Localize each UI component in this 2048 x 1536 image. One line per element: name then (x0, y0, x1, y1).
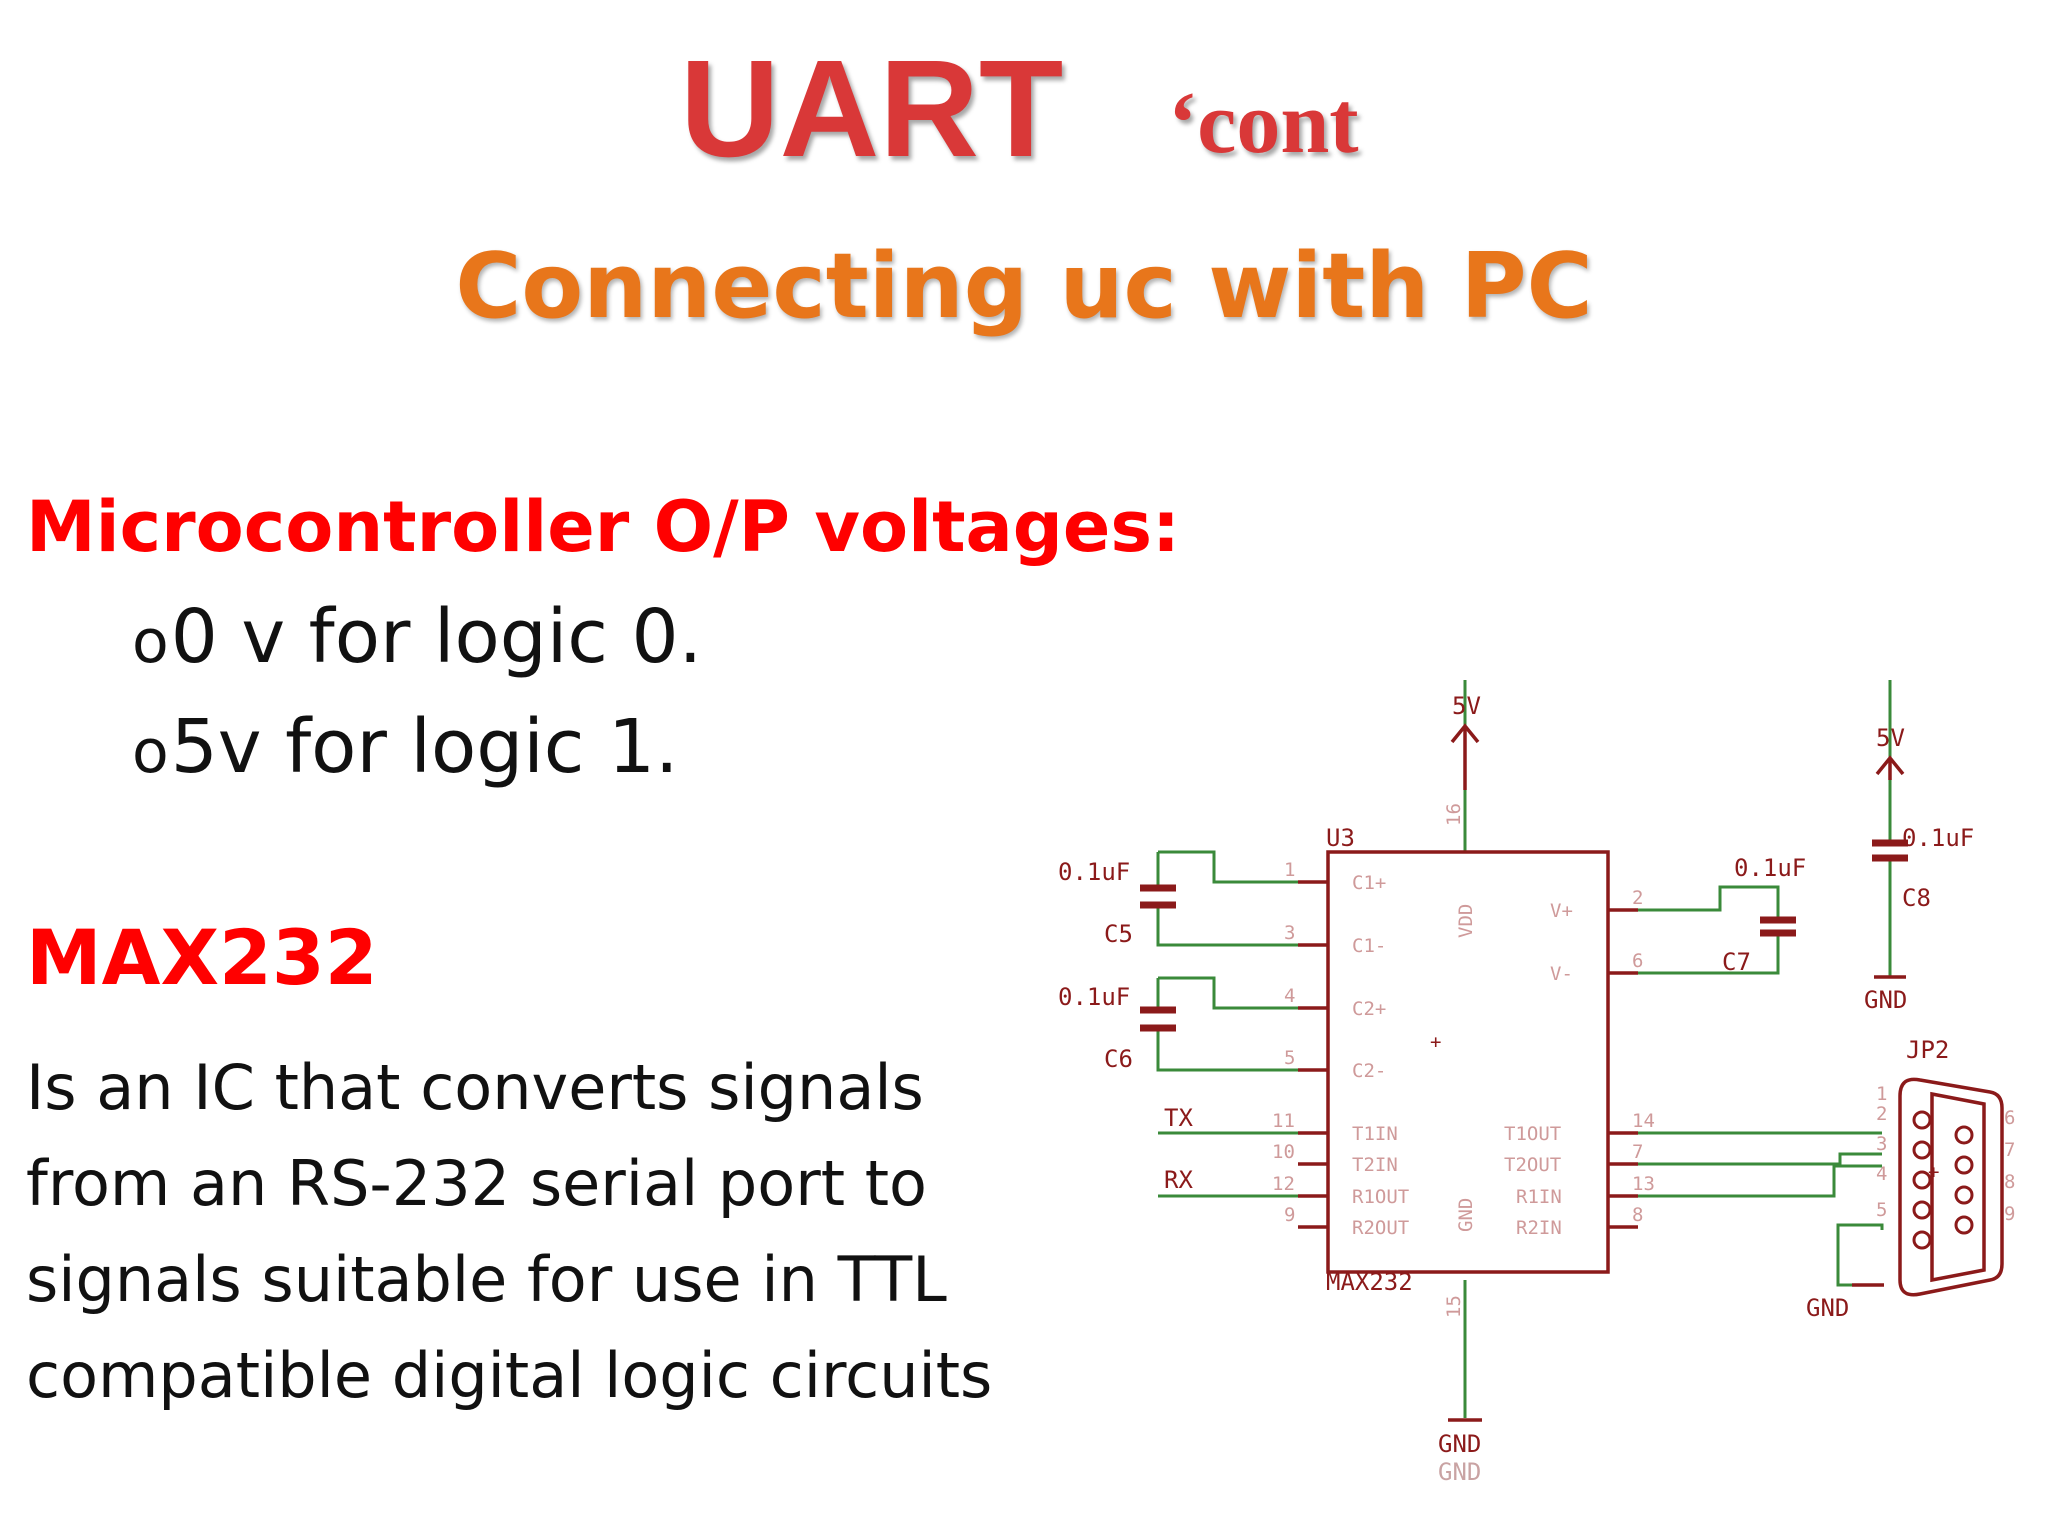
pin-names: C1+ C1- C2+ C2- T1IN T2IN R1OUT R2OUT V+… (1352, 803, 1939, 1318)
pin-name: T2IN (1352, 1154, 1398, 1176)
chip-body (1326, 850, 1610, 1274)
vcc2-label: 5V (1876, 724, 1905, 752)
pin-number: 11 (1272, 1110, 1295, 1132)
vcc-label: 5V (1452, 692, 1481, 720)
pin-number: 2 (1632, 887, 1643, 909)
chip-center-mark: + (1430, 1031, 1441, 1053)
pin-name: V- (1550, 963, 1573, 985)
pin-15: 15 (1443, 1295, 1465, 1318)
max232-description: Is an IC that converts signals from an R… (26, 1040, 1066, 1424)
pin-name: C1+ (1352, 872, 1386, 894)
wires (1156, 680, 1892, 1418)
c5-value: 0.1uF (1058, 858, 1130, 886)
db9-pins (1912, 1110, 1974, 1250)
chip-name: MAX232 (1326, 1268, 1413, 1296)
c5-ref: C5 (1104, 920, 1133, 948)
db9-pin-number: 6 (2004, 1107, 2015, 1129)
c8-gnd: GND (1864, 986, 1907, 1014)
gnd-faded: GND (1438, 1458, 1481, 1486)
connector-ref: JP2 (1906, 1036, 1949, 1064)
db9-pin-number: 9 (2004, 1203, 2015, 1225)
pin-16: 16 (1443, 803, 1465, 826)
bullet-marker: o (132, 607, 169, 677)
schematic-labels: 5V 5V U3 MAX232 0.1uF C5 0.1uF C6 0.1uF … (1058, 692, 1974, 1486)
pin-gnd: GND (1455, 1198, 1477, 1232)
pin-number: 7 (1632, 1141, 1643, 1163)
pin-name: C2+ (1352, 998, 1386, 1020)
pin-name: R1IN (1516, 1186, 1562, 1208)
connector-center-mark: + (1928, 1161, 1939, 1183)
bullet-logic-0: o0 v for logic 0. (132, 600, 702, 674)
slide-subtitle: Connecting uc with PC (455, 234, 1593, 339)
pin-name: R2IN (1516, 1217, 1562, 1239)
bullet-text: 5v for logic 1. (170, 704, 679, 790)
pin-name: T2OUT (1504, 1154, 1561, 1176)
c6-ref: C6 (1104, 1045, 1133, 1073)
pin-number: 9 (1284, 1204, 1295, 1226)
pin-number: 10 (1272, 1141, 1295, 1163)
pin-number: 13 (1632, 1173, 1655, 1195)
db9-pin-number: 5 (1876, 1199, 1887, 1221)
pin-number: 8 (1632, 1204, 1643, 1226)
bullet-text: 0 v for logic 0. (170, 594, 703, 680)
jp2-gnd: GND (1806, 1294, 1849, 1322)
description-line: from an RS-232 serial port to (26, 1147, 927, 1220)
pin-number: 4 (1284, 985, 1295, 1007)
description-line: signals suitable for use in TTL (26, 1243, 947, 1316)
db9-pin-number: 7 (2004, 1139, 2015, 1161)
pin-name: T1OUT (1504, 1123, 1561, 1145)
pin-number: 12 (1272, 1173, 1295, 1195)
c7-ref: C7 (1722, 948, 1751, 976)
pin-number: 3 (1284, 922, 1295, 944)
slide-title-suffix: ‘cont (1168, 75, 1359, 172)
pin-name: C1- (1352, 935, 1386, 957)
db9-pin-number: 8 (2004, 1171, 2015, 1193)
pin-name: R2OUT (1352, 1217, 1409, 1239)
voltages-heading: Microcontroller O/P voltages: (26, 486, 1181, 568)
pin-name: T1IN (1352, 1123, 1398, 1145)
rx-label: RX (1164, 1166, 1193, 1194)
description-line: compatible digital logic circuits (26, 1339, 993, 1412)
c8-value: 0.1uF (1902, 824, 1974, 852)
pin-name: V+ (1550, 900, 1573, 922)
db9-pin-number: 2 (1876, 1103, 1887, 1125)
pin-number: 5 (1284, 1047, 1295, 1069)
db9-pin-number: 3 (1876, 1133, 1887, 1155)
max232-schematic: 5V 5V U3 MAX232 0.1uF C5 0.1uF C6 0.1uF … (1058, 680, 2015, 1486)
pin-number: 14 (1632, 1110, 1655, 1132)
bullet-marker: o (132, 717, 169, 787)
db9-pin-number: 4 (1876, 1163, 1887, 1185)
slide-title: UART (680, 32, 1064, 186)
capacitor-plates (1140, 839, 1908, 1032)
component-outlines (1298, 723, 2004, 1422)
c7-value: 0.1uF (1734, 854, 1806, 882)
description-line: Is an IC that converts signals (26, 1051, 924, 1124)
chip-ref: U3 (1326, 824, 1355, 852)
pin-number: 6 (1632, 950, 1643, 972)
c6-value: 0.1uF (1058, 983, 1130, 1011)
db9-pin-number: 1 (1876, 1083, 1887, 1105)
gnd-main: GND (1438, 1430, 1481, 1458)
pin-name: R1OUT (1352, 1186, 1409, 1208)
c8-ref: C8 (1902, 884, 1931, 912)
bullet-logic-1: o5v for logic 1. (132, 710, 679, 784)
max232-heading: MAX232 (26, 913, 378, 1002)
pin-name: C2- (1352, 1060, 1386, 1082)
pin-vdd: VDD (1455, 904, 1477, 938)
pin-numbers: 1 3 4 5 11 10 12 9 2 6 14 7 13 8 1 2 3 4… (1272, 859, 2015, 1226)
pin-number: 1 (1284, 859, 1295, 881)
tx-label: TX (1164, 1104, 1193, 1132)
